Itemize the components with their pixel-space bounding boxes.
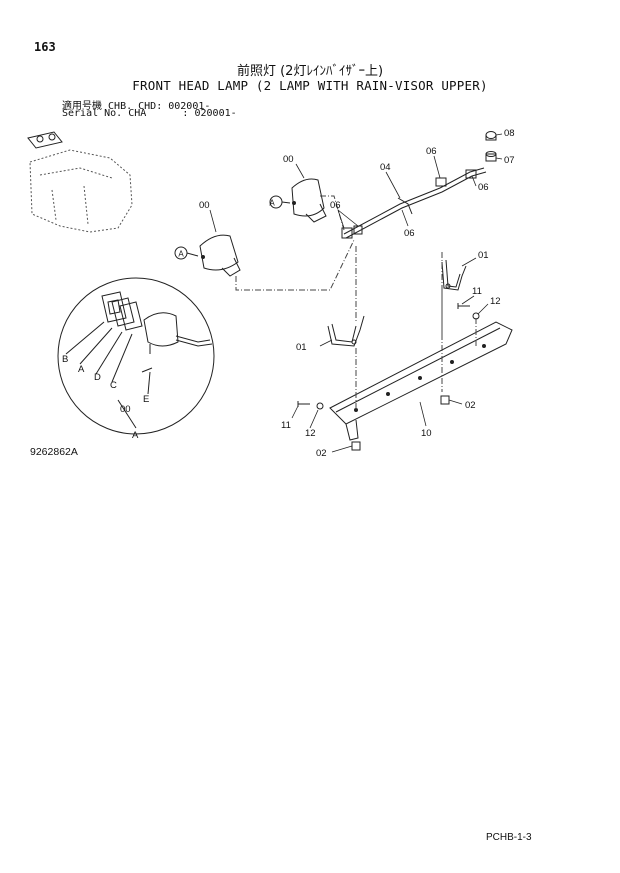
rain-visor-bar-10 <box>329 321 513 441</box>
wire-harness <box>343 167 487 239</box>
label-01-left: 01 <box>296 342 307 353</box>
bolt-08 <box>485 131 497 141</box>
serial-model: CHA : <box>128 108 189 119</box>
label-06-left: 06 <box>330 200 341 211</box>
label-00-left: 00 <box>199 200 210 211</box>
inset-label-c: C <box>110 380 117 391</box>
machine-lamp-mark <box>27 131 63 149</box>
bracket-01-left <box>327 315 365 347</box>
label-01-right: 01 <box>478 250 489 261</box>
label-00-upper: 00 <box>283 154 294 165</box>
head-lamp-upper <box>291 178 327 223</box>
serial-value: 002001- <box>168 101 211 112</box>
inset-label-e: E <box>143 394 149 405</box>
label-04: 04 <box>380 162 391 173</box>
inset-label-view: A <box>132 430 139 441</box>
view-marker-left <box>174 246 199 260</box>
inset-label-d: D <box>94 372 101 383</box>
label-06-right: 06 <box>478 182 489 193</box>
label-leaders <box>209 133 503 453</box>
serial-model: CHB. CHD: <box>108 101 163 112</box>
label-08: 08 <box>504 128 515 139</box>
page-code: PCHB-1-3 <box>486 832 532 843</box>
bracket-01-right <box>441 259 467 291</box>
title-english: FRONT HEAD LAMP (2 LAMP WITH RAIN-VISOR … <box>132 78 488 93</box>
view-marker-upper <box>269 195 291 209</box>
view-marker-upper-letter: A <box>269 199 275 208</box>
serial-row-1: 適用号機 CHB. CHD: 002001- <box>62 97 210 112</box>
part-labels: 00 00 04 06 08 07 06 06 06 01 01 11 12 0… <box>62 128 515 459</box>
bolt-11-left <box>297 401 310 407</box>
label-11-left: 11 <box>281 420 291 431</box>
inset-label-a: A <box>78 364 85 375</box>
label-02-bottom: 02 <box>316 448 327 459</box>
label-10: 10 <box>421 428 432 439</box>
label-06-mid: 06 <box>404 228 415 239</box>
machine-outline <box>29 149 133 233</box>
view-marker-left-letter: A <box>178 250 184 259</box>
label-02-right: 02 <box>465 400 476 411</box>
title-japanese: 前照灯 (2灯ﾚｲﾝﾊﾞｲｻﾞｰ上) <box>236 64 384 79</box>
drawing-number: 9262862A <box>30 446 78 458</box>
label-06-top: 06 <box>426 146 437 157</box>
nut-02-bottom <box>351 441 361 451</box>
bolt-11-right <box>457 303 470 309</box>
label-07: 07 <box>504 155 515 166</box>
head-lamp-left <box>199 234 241 277</box>
page-number: 163 <box>34 40 56 54</box>
serial-row-2: Serial No. CHA : 020001- <box>62 108 237 119</box>
washer-12-left <box>316 402 324 410</box>
serial-label: 適用号機 <box>62 101 102 112</box>
inset-label-b: B <box>62 354 68 365</box>
serial-label: Serial No. <box>62 108 123 119</box>
label-12-left: 12 <box>305 428 316 439</box>
inset-label-00: 00 <box>120 404 131 415</box>
nut-02-right <box>440 395 450 405</box>
serial-value: 020001- <box>194 108 237 119</box>
nut-07 <box>485 151 497 162</box>
label-11-right: 11 <box>472 286 482 297</box>
detail-inset-a <box>57 277 215 435</box>
label-12-right: 12 <box>490 296 501 307</box>
